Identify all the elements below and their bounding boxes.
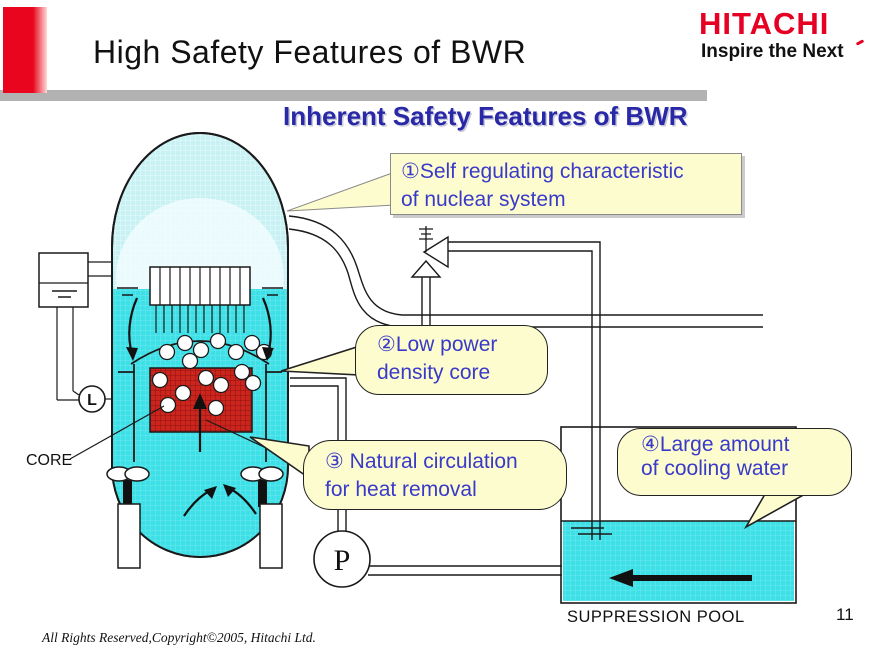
water-level-marks [117,287,283,296]
standpipes [155,305,245,333]
callout-text: ①Self regulating characteristic of nucle… [390,153,742,215]
arrowhead [126,347,138,361]
steam-separator [149,266,251,333]
pump: P [313,530,371,588]
callout-text: ③ Natural circulation for heat removal [303,440,567,510]
hitachi-slogan: Inspire the Next [701,41,844,62]
core-flow-up-arrow [193,393,207,452]
valve-spring [419,226,433,252]
quencher-ticks [571,527,612,535]
diagram-subtitle: Inherent Safety Features of BWR [283,101,688,131]
arrowhead [204,486,217,499]
jet-pumps [106,466,284,507]
arrowhead [262,347,274,361]
reactor-vessel [106,132,289,569]
callout-text: ④Large amount of cooling water [617,428,852,496]
pool-flow-arrow [609,569,752,587]
level-sensor-letter: L [87,392,97,409]
main-steam-line [288,215,763,328]
header-accent-bar [0,90,707,101]
arrowhead [223,484,236,497]
callout-low-power-density: ②Low power density core [280,322,555,400]
header-red-block [3,7,47,93]
core-label: CORE [26,452,73,469]
slide-title: High Safety Features of BWR [93,34,527,70]
callout-text: ②Low power density core [355,325,548,395]
core-label-pointer-line [69,405,165,460]
steam-bubbles [151,332,273,417]
safety-relief-valve [410,226,449,327]
page-number: 11 [836,605,854,624]
level-instrument-tank [38,252,113,401]
pump-letter: P [334,544,351,577]
srv-discharge-line [448,241,612,540]
vessel-support-legs [117,503,283,569]
copyright-notice: All Rights Reserved,Copyright©2005, Hita… [42,630,316,645]
callout-self-regulating: ①Self regulating characteristic of nucle… [287,150,747,222]
suppression-pool-label: SUPPRESSION POOL [567,608,745,626]
callout-large-cooling-water: ④Large amount of cooling water [612,424,862,534]
callout-natural-circulation: ③ Natural circulation for heat removal [245,430,575,515]
level-sensor: L [78,385,106,413]
hitachi-logo: HITACHI [699,6,830,41]
